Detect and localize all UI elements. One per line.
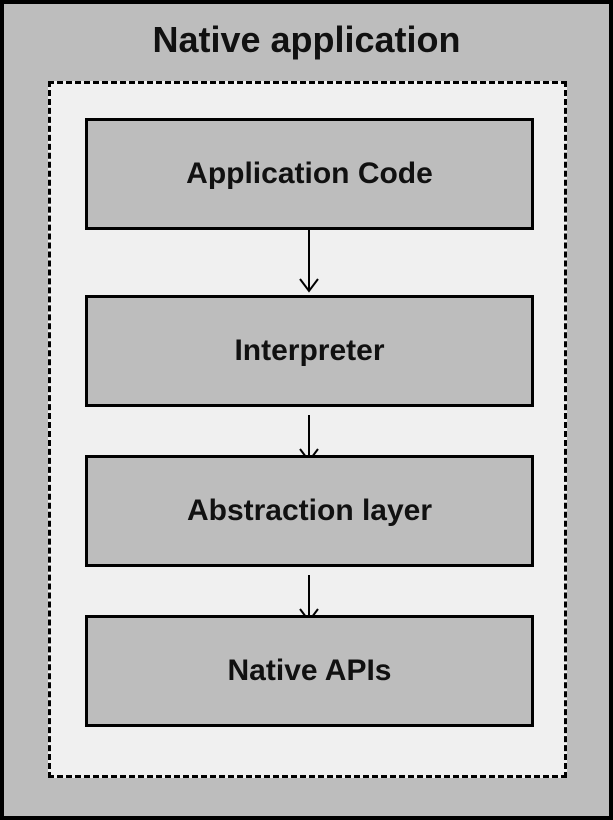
container-title: Native application xyxy=(152,19,461,60)
layer-interpreter: Interpreter xyxy=(85,295,534,407)
layer-application-code: Application Code xyxy=(85,118,534,230)
layer-label: Interpreter xyxy=(234,334,385,367)
layer-label: Application Code xyxy=(186,157,433,190)
layer-label: Native APIs xyxy=(227,654,392,687)
layer-native-apis: Native APIs xyxy=(85,615,534,727)
arrow-down-icon xyxy=(299,230,319,293)
layer-abstraction: Abstraction layer xyxy=(85,455,534,567)
layer-label: Abstraction layer xyxy=(186,494,433,527)
dashed-boundary: Application Code Interpreter Abstraction… xyxy=(48,81,567,778)
